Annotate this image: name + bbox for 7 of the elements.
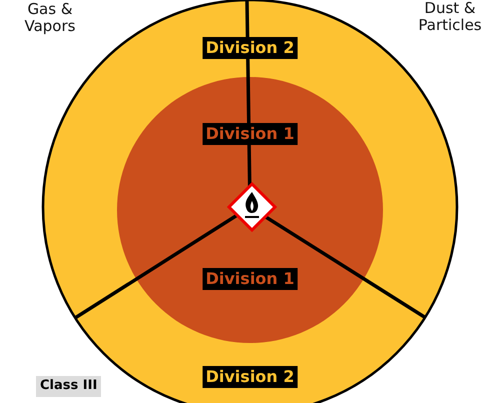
division-label: Division 1	[202, 268, 298, 290]
zone-label: Gas & Vapors	[24, 1, 76, 36]
division-label: Division 1	[202, 123, 298, 146]
class-label: Class III	[36, 376, 102, 397]
division-label: Division 2	[202, 37, 298, 60]
zone-label: Dust & Particles	[417, 0, 483, 34]
division-label: Division 2	[202, 366, 298, 388]
